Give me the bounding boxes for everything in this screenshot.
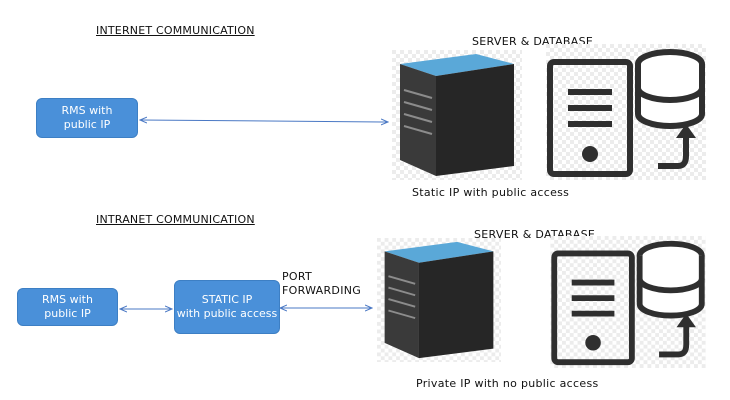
intranet-heading: INTRANET COMMUNICATION bbox=[96, 213, 255, 226]
database-server-icon bbox=[550, 236, 706, 368]
static-ip-gateway-label: STATIC IP with public access bbox=[176, 293, 278, 320]
port-forwarding-label: PORT FORWARDING bbox=[282, 270, 362, 297]
rms-client-label-1: RMS with public IP bbox=[61, 104, 113, 131]
rms-client-box-1: RMS with public IP bbox=[36, 98, 138, 138]
caption-static-ip: Static IP with public access bbox=[412, 186, 570, 199]
internet-heading: INTERNET COMMUNICATION bbox=[96, 24, 255, 37]
database-server-icon bbox=[546, 44, 706, 180]
rms-client-label-2: RMS with public IP bbox=[42, 293, 93, 320]
caption-private-ip: Private IP with no public access bbox=[416, 377, 599, 390]
server-tower-icon bbox=[392, 50, 522, 180]
connector-internet bbox=[140, 120, 388, 122]
static-ip-gateway-box: STATIC IP with public access bbox=[174, 280, 280, 334]
server-tower-icon bbox=[377, 238, 501, 362]
rms-client-box-2: RMS with public IP bbox=[17, 288, 118, 326]
